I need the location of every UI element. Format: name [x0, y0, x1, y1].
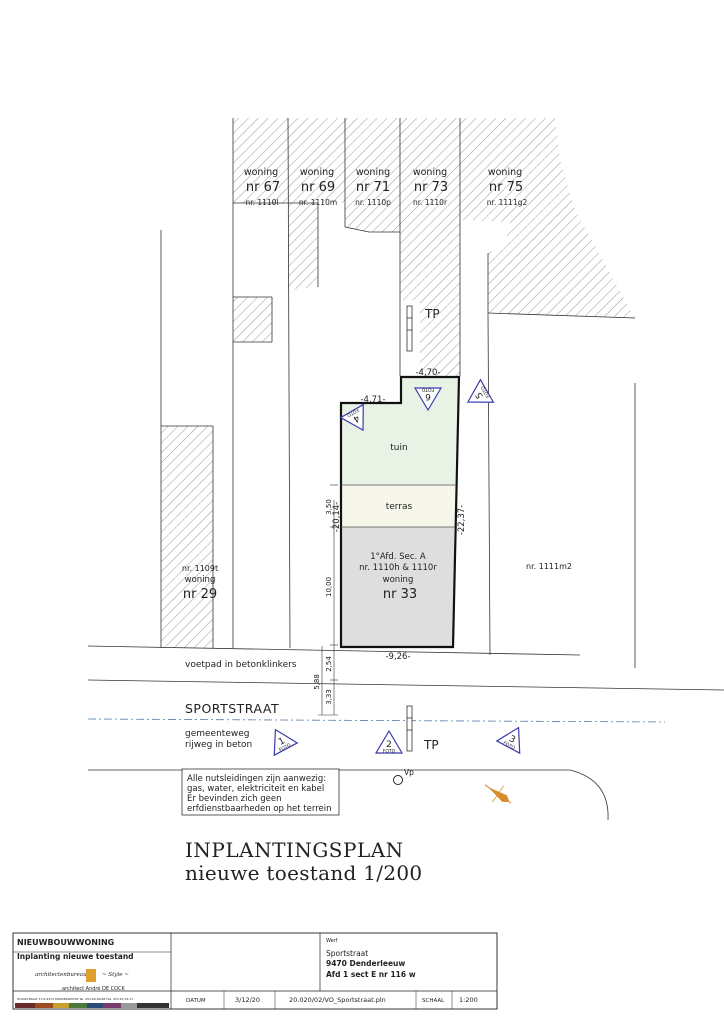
- note-line3: Er bevinden zich geen: [187, 794, 282, 804]
- office-logo: [86, 969, 96, 982]
- plan-subtitle: nieuwe toestand 1/200: [185, 861, 422, 885]
- dim-left-depth: -20,14-: [332, 502, 342, 532]
- svg-text:1: 1: [277, 736, 287, 748]
- file-name: 20.020/02/VO_Sportstraat.pln: [289, 996, 386, 1004]
- dim-top-width: -4,70-: [415, 368, 440, 378]
- house-29-parcel: nr. 1109t: [182, 564, 218, 573]
- house-line1: 1°Afd. Sec. A: [370, 552, 426, 562]
- tp-label-top: TP: [424, 307, 440, 321]
- house-67-parcel: nr. 1110l: [245, 198, 278, 207]
- dim-sidewalk-a: 2,54: [325, 656, 333, 672]
- house-75-number: nr 75: [489, 180, 523, 195]
- photo-marker-6: 6 FOTO: [413, 387, 443, 412]
- note-line2: gas, water, elektriciteit en kabel: [187, 784, 324, 794]
- house-67-label: woning: [244, 167, 278, 178]
- garden-label: tuin: [390, 443, 407, 453]
- project-subtitle: Inplanting nieuwe toestand: [17, 952, 134, 961]
- datum-label: DATUM: [186, 998, 206, 1004]
- tp-marker-bottom: [406, 705, 413, 752]
- plan-title: INPLANTINGSPLAN: [185, 838, 404, 862]
- sidewalk-label: voetpad in betonklinkers: [185, 660, 297, 670]
- terrace-label: terras: [386, 502, 413, 512]
- dim-terrace-depth: 3,50: [325, 499, 333, 515]
- hatched-buildings: [161, 118, 635, 648]
- house-label: woning: [383, 575, 414, 585]
- photo-marker-3: 3 FOTO: [495, 726, 521, 755]
- house-73-number: nr 73: [414, 180, 448, 195]
- house-71-number: nr 71: [356, 180, 390, 195]
- house-area: [341, 527, 454, 647]
- svg-text:3: 3: [507, 734, 517, 746]
- datum-value: 3/12/20: [235, 996, 260, 1004]
- house-73-label: woning: [413, 167, 447, 178]
- dim-road-a: 3,33: [325, 689, 333, 705]
- svg-text:FOTO: FOTO: [383, 749, 396, 755]
- house-75-parcel: nr. 1111g2: [487, 198, 528, 207]
- svg-text:4: 4: [351, 412, 361, 424]
- svg-text:FOTO: FOTO: [502, 740, 516, 751]
- note-line4: erfdienstbaarheden op het terrein: [187, 804, 331, 814]
- house-73-parcel: nr. 1110r: [413, 198, 448, 207]
- tp-marker-top: [406, 305, 413, 352]
- dim-house-depth: 10,00: [325, 577, 333, 597]
- svg-text:FOTO: FOTO: [421, 387, 434, 393]
- dim-left-width: -4,71-: [360, 395, 385, 405]
- schaal-value: 1:200: [459, 996, 478, 1004]
- house-line2: nr. 1110h & 1110r: [359, 563, 437, 573]
- street-name: SPORTSTRAAT: [185, 701, 279, 716]
- svg-text:FOTO: FOTO: [480, 384, 492, 398]
- werf-label: Werf: [326, 938, 338, 944]
- office-name: architectenbureau: [35, 972, 87, 978]
- vp-label: Vp: [404, 768, 414, 777]
- office-style: ~ Style ~: [102, 972, 129, 978]
- house-71-label: woning: [356, 167, 390, 178]
- house-75-label: woning: [488, 167, 522, 178]
- photo-marker-1: 1 FOTO: [273, 728, 299, 757]
- tp-label-bottom: TP: [423, 738, 439, 752]
- house-69-parcel: nr. 1110m: [299, 198, 337, 207]
- photo-marker-5: 5 FOTO: [466, 378, 495, 403]
- dimension-lines: [318, 484, 338, 716]
- photo-marker-2: 2 FOTO: [374, 729, 404, 755]
- schaal-label: SCHAAL: [422, 998, 445, 1004]
- photo-markers: 1 FOTO 2 FOTO 3 FOTO 4 FOTO 5 FOTO 6 FOT…: [273, 378, 521, 757]
- title-block: NIEUWBOUWWONING Inplanting nieuwe toesta…: [12, 932, 498, 1010]
- right-parcel-label: nr. 1111m2: [526, 562, 572, 571]
- note-line1: Alle nutsleidingen zijn aanwezig:: [187, 774, 326, 784]
- vp-point: [393, 775, 403, 785]
- neighbour-labels: woning nr 67 nr. 1110l woning nr 69 nr. …: [182, 167, 572, 602]
- house-number: nr 33: [383, 587, 417, 602]
- architect-name: architect André DE COCK: [62, 985, 126, 992]
- plot-labels: tuin terras 1°Afd. Sec. A nr. 1110h & 11…: [359, 443, 437, 602]
- color-strip: [15, 1003, 169, 1008]
- svg-text:5: 5: [474, 390, 486, 400]
- project-title: NIEUWBOUWWONING: [17, 938, 114, 947]
- werf-line1: Sportstraat: [326, 949, 368, 958]
- svg-text:6: 6: [425, 391, 431, 401]
- dim-bottom-width: -9,26-: [385, 652, 410, 662]
- dim-right-depth: -22,37-: [457, 505, 467, 535]
- svg-text:FOTO: FOTO: [345, 407, 359, 419]
- photo-marker-4: 4 FOTO: [339, 403, 364, 432]
- house-67-number: nr 67: [246, 180, 280, 195]
- road-axis: [87, 718, 666, 723]
- house-29-number: nr 29: [183, 587, 217, 602]
- svg-text:2: 2: [386, 740, 392, 750]
- house-71-parcel: nr. 1110p: [355, 198, 391, 207]
- road-line1: gemeenteweg: [185, 729, 249, 739]
- note-box: [181, 768, 340, 816]
- house-69-label: woning: [300, 167, 334, 178]
- dim-sidewalk-b: 5,88: [313, 674, 321, 690]
- werf-line3: Afd 1 sect E nr 116 w: [326, 970, 416, 979]
- house-29-label: woning: [185, 575, 216, 585]
- dimension-labels: -4,70- -4,71- -9,26- -20,14- -22,37- 3,5…: [313, 368, 467, 705]
- house-69-number: nr 69: [301, 180, 335, 195]
- werf-line2: 9470 Denderleeuw: [326, 959, 405, 968]
- terrace-area: [341, 485, 455, 527]
- svg-text:FOTO: FOTO: [278, 742, 292, 753]
- office-address: HOOGSTRAAT 17/4 9473 DENDERLEEUW Tel. 05…: [17, 997, 133, 1001]
- road-line2: rijweg in beton: [185, 740, 252, 750]
- compass-icon: [484, 784, 512, 804]
